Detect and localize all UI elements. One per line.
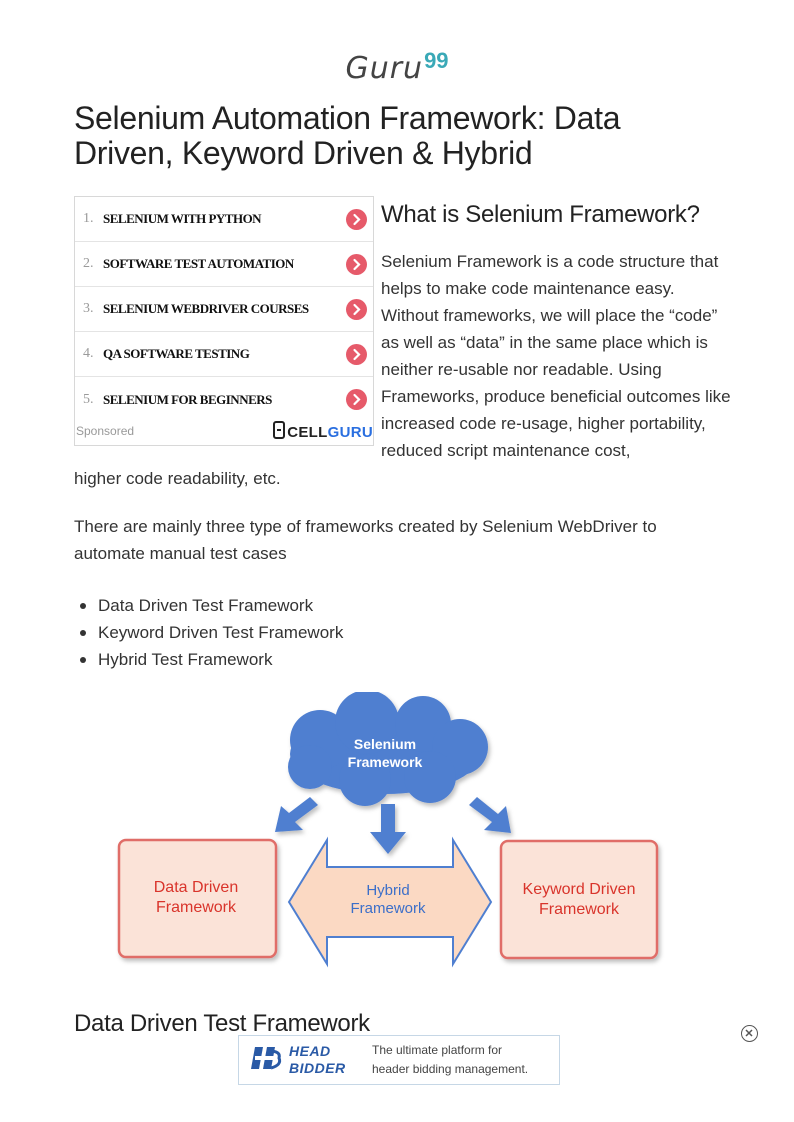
intro-paragraph: Selenium Framework is a code structure t… [381,252,731,460]
page-title: Selenium Automation Framework: Data Driv… [74,100,621,171]
data-driven-line2: Framework [156,899,237,916]
site-logo[interactable]: Guru99 [0,48,794,86]
section-heading: Data Driven Test Framework [74,1010,370,1037]
logo-number: 99 [424,48,449,73]
frameworks-paragraph: There are mainly three type of framework… [74,517,657,563]
chevron-right-icon[interactable] [346,389,367,410]
phone-icon [271,420,287,444]
ad-item-label[interactable]: SELENIUM FOR BEGINNERS [103,391,272,407]
chevron-right-icon[interactable] [346,344,367,365]
keyword-driven-line2: Framework [539,901,620,918]
close-circle-icon[interactable] [741,1025,758,1042]
cellguru-brand-b: GURU [327,423,373,441]
ad-list-item[interactable]: 3. SELENIUM WEBDRIVER COURSES [75,287,373,332]
list-item: Data Driven Test Framework [79,592,343,619]
ad-list-item[interactable]: 1. SELENIUM WITH PYTHON [75,197,373,242]
sponsored-ad-box[interactable]: 1. SELENIUM WITH PYTHON 2. SOFTWARE TEST… [74,196,374,446]
ad-list-item[interactable]: 2. SOFTWARE TEST AUTOMATION [75,242,373,287]
keyword-driven-box [499,839,659,960]
hb-logo-icon [249,1043,283,1077]
ad-item-number: 3. [83,301,94,316]
cloud-shape [288,692,488,806]
ad-item-number: 4. [83,346,94,361]
hybrid-line2: Framework [350,900,426,917]
sponsored-label: Sponsored [76,424,135,438]
data-driven-line1: Data Driven [154,879,238,896]
ad-list-item[interactable]: 4. QA SOFTWARE TESTING [75,332,373,377]
chevron-right-icon[interactable] [346,299,367,320]
ad-list-item[interactable]: 5. SELENIUM FOR BEGINNERS [75,377,373,422]
cloud-text-line2: Framework [348,754,423,770]
ad-item-label[interactable]: SELENIUM WITH PYTHON [103,211,262,226]
framework-list: Data Driven Test Framework Keyword Drive… [79,592,343,673]
hb-tagline-line2: header bidding management. [372,1062,529,1076]
ad-item-label[interactable]: QA SOFTWARE TESTING [103,346,250,361]
ad-item-label[interactable]: SOFTWARE TEST AUTOMATION [103,256,294,271]
hybrid-double-arrow [287,836,493,968]
ad-footer: Sponsored CELLGURU [75,420,373,445]
cloud-text-line1: Selenium [354,736,416,752]
hybrid-line1: Hybrid [366,882,409,899]
ad-item-number: 5. [83,391,94,407]
hb-tagline-line1: The ultimate platform for [372,1043,503,1057]
cellguru-logo[interactable]: CELLGURU [271,420,373,444]
hb-brand-line2: BIDDER [289,1060,346,1076]
ad-item-number: 2. [83,256,94,271]
list-item: Keyword Driven Test Framework [79,619,343,646]
keyword-driven-line1: Keyword Driven [523,881,636,898]
framework-diagram: Selenium Framework Data Driven Framework… [117,692,659,968]
data-driven-box [117,838,278,959]
hb-brand-line1: HEAD [289,1043,331,1059]
cellguru-brand-a: CELL [287,423,328,441]
subheading: What is Selenium Framework? [381,201,700,228]
arrow-down [370,804,406,854]
arrow-right [469,797,511,833]
chevron-right-icon[interactable] [346,254,367,275]
intro-paragraph-continued: higher code readability, etc. [74,469,281,488]
logo-wordmark: Guru [345,51,424,86]
arrow-left [275,797,318,832]
chevron-right-icon[interactable] [346,209,367,230]
ad-item-number: 1. [83,211,94,226]
ad-item-label[interactable]: SELENIUM WEBDRIVER COURSES [103,301,309,316]
list-item: Hybrid Test Framework [79,646,343,673]
